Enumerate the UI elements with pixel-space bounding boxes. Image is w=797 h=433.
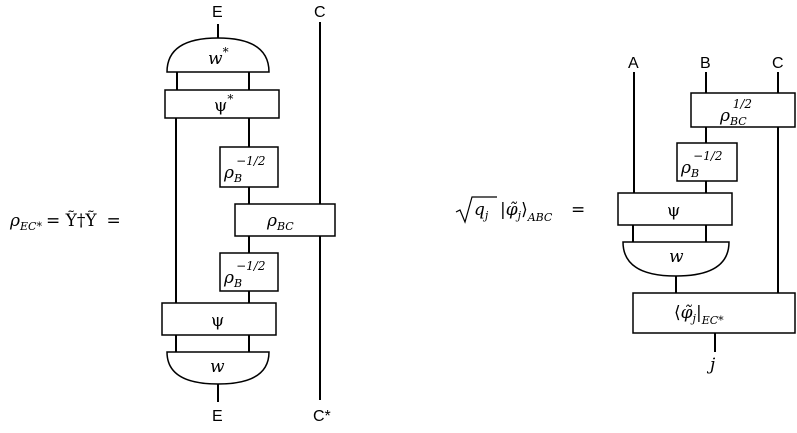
sqrt-arg-label: qj [474, 200, 489, 222]
psi-label: ψ [211, 311, 224, 331]
left-equation: ρEC*= Ỹ†Ỹ= [9, 210, 121, 233]
right-equals: = [571, 200, 585, 220]
right-diagram: ρBC1/2 ρB−1/2 ψ w ⟨φ̃j|EC* j A B C qj |φ… [455, 55, 796, 375]
w-label: w [210, 357, 225, 377]
bra-box [632, 292, 796, 334]
rho-b-right-label: ρB−1/2 [680, 149, 722, 180]
left-bottom-cstar-label: C* [313, 408, 331, 425]
rho-b-lower-label: ρB−1/2 [223, 259, 265, 290]
left-bottom-e-label: E [212, 408, 223, 425]
right-output-j-label: j [706, 355, 716, 375]
ket-label: |φ̃j⟩ABC [500, 200, 553, 224]
w-star-label: w* [208, 45, 229, 69]
right-psi-box [617, 192, 733, 226]
rho-b-right-box [676, 142, 738, 182]
w-star-node [166, 37, 270, 73]
left-top-c-label: C [314, 4, 326, 21]
rho-bc-half-label: ρBC1/2 [719, 97, 752, 128]
right-top-a-label: A [628, 55, 639, 72]
right-equation: qj |φ̃j⟩ABC = [455, 196, 585, 224]
rho-bc-box [234, 203, 336, 237]
w-node [166, 351, 270, 385]
rho-b-lower-box [219, 252, 279, 292]
right-top-b-label: B [700, 55, 711, 72]
rho-b-upper-label: ρB−1/2 [223, 154, 265, 185]
right-top-c-label: C [772, 55, 784, 72]
psi-box [161, 302, 277, 336]
left-top-e-label: E [212, 4, 223, 21]
right-psi-label: ψ [667, 201, 680, 221]
rho-bc-label: ρBC [266, 211, 294, 233]
sqrt-sign [455, 196, 497, 224]
rho-bc-half-box [690, 92, 796, 128]
psi-star-label: ψ* [214, 92, 233, 116]
right-w-node [622, 241, 730, 277]
rho-b-upper-box [219, 146, 279, 188]
right-w-label: w [669, 247, 684, 267]
bra-label: ⟨φ̃j|EC* [674, 303, 724, 327]
psi-star-box [164, 89, 280, 119]
left-diagram: w* ψ* ρB−1/2 ρBC ρB−1/2 ψ w E C E C* ρEC… [9, 4, 336, 425]
